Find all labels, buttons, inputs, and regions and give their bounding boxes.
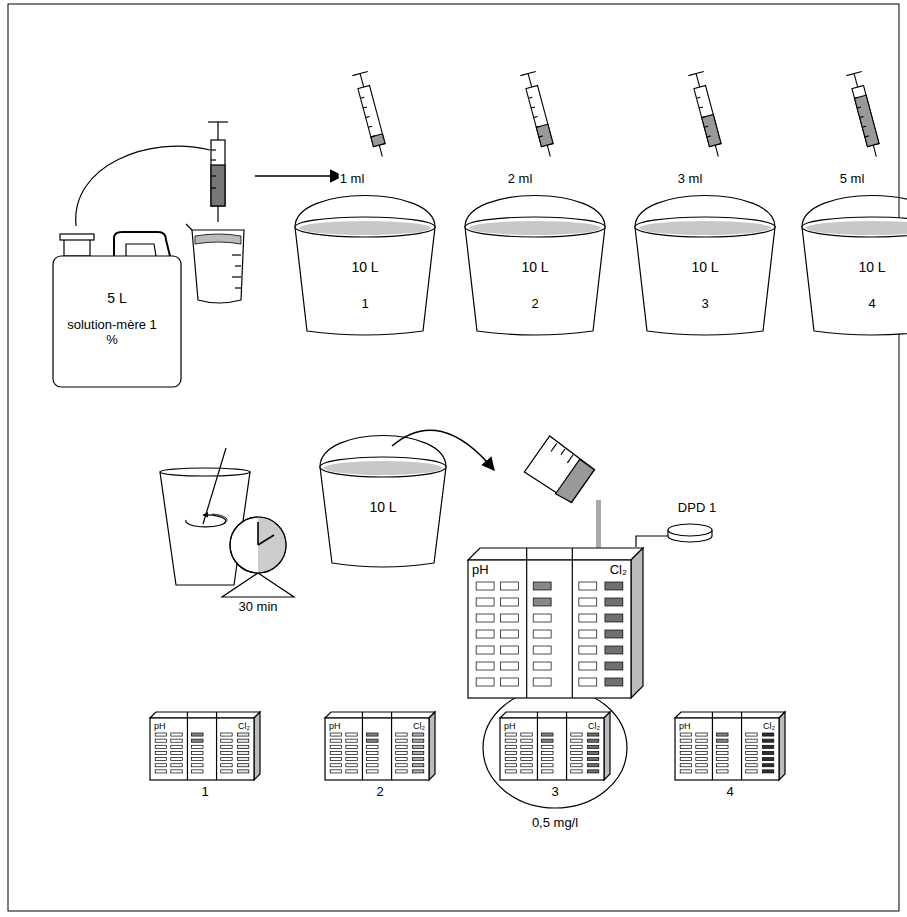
- arrow: [255, 175, 342, 177]
- reagent-label: DPD 1: [677, 501, 717, 516]
- comparator: pH Cl₂: [468, 548, 643, 698]
- syringe: [688, 71, 726, 158]
- stirring-cup: [160, 448, 250, 585]
- bucket: 10 L 2: [463, 215, 607, 335]
- dpd-tablet: [668, 524, 712, 542]
- draw-line: [76, 146, 210, 226]
- bucket: 10 L 3: [633, 215, 777, 335]
- clock: [222, 517, 294, 597]
- comparator: pH Cl₂: [325, 712, 435, 780]
- node-text: 4: [800, 297, 907, 312]
- node-title: pH: [472, 563, 489, 578]
- node-text: Cl₂: [588, 721, 600, 731]
- syringe: [520, 71, 558, 158]
- node-text: Cl₂: [610, 563, 627, 578]
- comparator: pH Cl₂: [500, 712, 610, 780]
- frame: [8, 4, 899, 911]
- callout-number: 3: [550, 785, 559, 800]
- node-title: 10 L: [463, 259, 607, 275]
- bucket: 10 L: [318, 455, 448, 567]
- node-text: Cl₂: [413, 721, 425, 731]
- bucket-outline: [800, 215, 907, 335]
- bucket: 10 L 1: [293, 215, 437, 335]
- node-text: Cl₂: [238, 721, 250, 731]
- callout-number: 4: [725, 785, 734, 800]
- canister: 5 L solution-mère 1 %: [52, 228, 182, 388]
- highlight-circle: [483, 688, 627, 808]
- measuring-jug: [186, 224, 244, 303]
- dose-label: 5 ml: [839, 172, 866, 187]
- time-label: 30 min: [237, 600, 278, 615]
- node-title: 10 L: [633, 259, 777, 275]
- node-text: solution-mère 1 %: [67, 318, 157, 348]
- tube: [636, 536, 668, 547]
- bucket: 10 L 4: [800, 215, 907, 335]
- comparator: pH Cl₂: [675, 712, 785, 780]
- node-title: 5 L: [52, 290, 182, 306]
- dose-label: 3 ml: [677, 172, 704, 187]
- dose-label: 2 ml: [507, 172, 534, 187]
- node-text: 3: [633, 297, 777, 312]
- dose-label: 1 ml: [339, 172, 366, 187]
- syringe: [352, 71, 390, 158]
- node-title: 10 L: [318, 499, 448, 515]
- node-text: 1: [293, 297, 437, 312]
- node-title: 10 L: [800, 259, 907, 275]
- canister-outline: [52, 228, 182, 388]
- comparator: pH Cl₂: [150, 712, 260, 780]
- node-text: 2: [463, 297, 607, 312]
- beaker: [524, 436, 595, 504]
- callout-number: 2: [375, 785, 384, 800]
- node-title: pH: [504, 721, 516, 731]
- syringe: [846, 71, 884, 158]
- node-title: pH: [154, 721, 166, 731]
- syringe: [208, 122, 228, 222]
- node-text: Cl₂: [763, 721, 775, 731]
- node-title: pH: [679, 721, 691, 731]
- node-title: pH: [329, 721, 341, 731]
- callout-number: 1: [200, 785, 209, 800]
- node-title: 10 L: [293, 259, 437, 275]
- result-label: 0,5 mg/l: [531, 816, 579, 831]
